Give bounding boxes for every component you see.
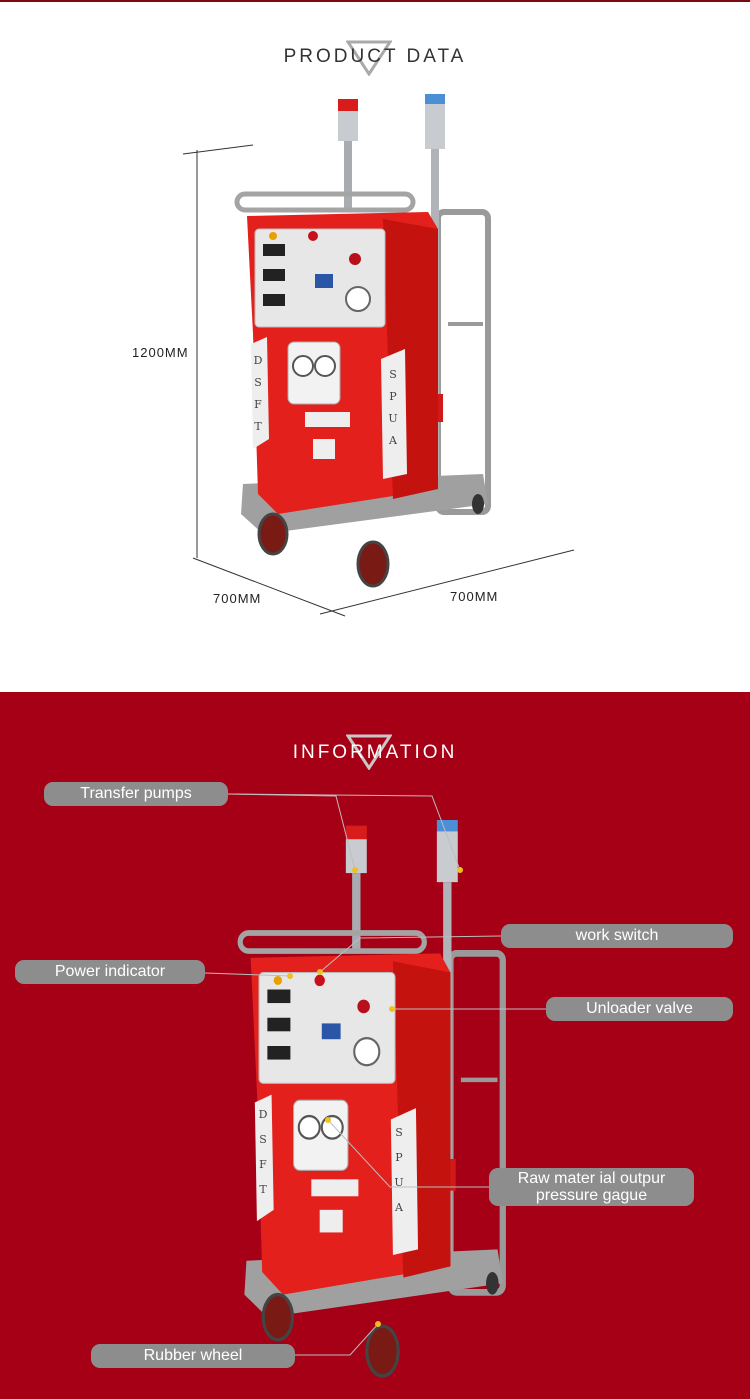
product-data-section: PRODUCT DATA DSFT SPUA 1200MM 700MM 700M… (0, 2, 750, 692)
information-section: INFORMATION DSFT SPUA Transfer pumps wor… (0, 692, 750, 1399)
machine-left-strip-lettering: DSFT (253, 354, 263, 433)
machine-right-strip-lettering: SPUA (388, 368, 398, 447)
callout-pressure-gauge: Raw mater ial outpur pressure gague (489, 1168, 694, 1206)
callout-power-indicator: Power indicator (15, 960, 205, 984)
callout-work-switch: work switch (501, 924, 733, 948)
machine-right-strip-lettering: SPUA (394, 1126, 404, 1214)
height-dimension: 1200MM (132, 345, 189, 360)
callout-unloader-valve: Unloader valve (546, 997, 733, 1021)
dimension-lines (182, 144, 575, 617)
section-title: INFORMATION (292, 742, 458, 763)
triangle-icon (346, 734, 392, 770)
depth-dimension: 700MM (213, 591, 262, 606)
section-title: PRODUCT DATA (283, 46, 467, 67)
width-dimension: 700MM (450, 589, 499, 604)
callout-transfer-pumps: Transfer pumps (44, 782, 228, 806)
machine-left-strip-lettering: DSFT (258, 1108, 268, 1196)
triangle-icon (346, 40, 392, 76)
callout-lines (204, 793, 546, 1356)
callout-rubber-wheel: Rubber wheel (91, 1344, 295, 1368)
top-border (0, 0, 750, 2)
